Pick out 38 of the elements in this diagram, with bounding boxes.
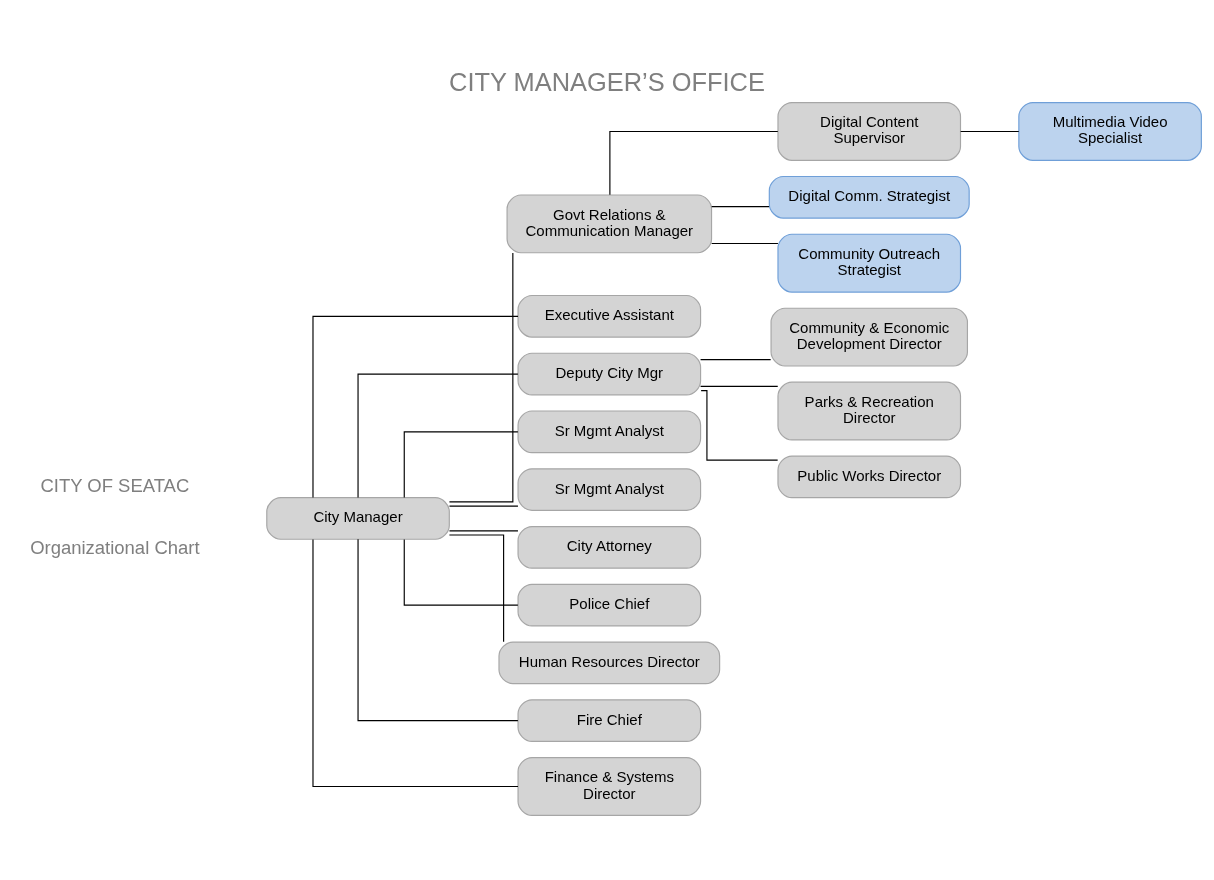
node-box: Executive Assistant bbox=[517, 294, 702, 338]
connector bbox=[403, 538, 519, 606]
node-box: Deputy City Mgr bbox=[517, 352, 702, 395]
node-box: Sr Mgmt Analyst bbox=[517, 409, 702, 453]
node-box: Digital Content Supervisor bbox=[777, 101, 962, 161]
connector bbox=[448, 505, 519, 507]
node-box: Fire Chief bbox=[517, 698, 702, 742]
node-box: City Attorney bbox=[517, 525, 702, 569]
connector bbox=[448, 529, 519, 531]
connector bbox=[711, 205, 770, 207]
connector bbox=[960, 130, 1020, 132]
node-box: Digital Comm. Strategist bbox=[768, 175, 970, 219]
node-box: Human Resources Director bbox=[498, 641, 721, 684]
connector bbox=[312, 538, 519, 787]
node-box: Community Outreach Strategist bbox=[777, 233, 962, 293]
node-box: Police Chief bbox=[517, 583, 702, 626]
node-box: Finance & Systems Director bbox=[517, 756, 702, 816]
node-box: Govt Relations & Communication Manager bbox=[506, 193, 713, 253]
connector bbox=[357, 538, 519, 721]
node-box: Public Works Director bbox=[777, 455, 962, 498]
connector bbox=[448, 252, 514, 502]
node-box: City Manager bbox=[266, 496, 450, 540]
connector bbox=[357, 373, 519, 498]
connector bbox=[448, 533, 505, 642]
connector bbox=[700, 385, 779, 387]
connector bbox=[609, 130, 779, 195]
node-box: Sr Mgmt Analyst bbox=[517, 467, 702, 511]
node-box: Community & Economic Development Director bbox=[770, 307, 969, 367]
diagram-title: CITY MANAGER’S OFFICE bbox=[449, 67, 765, 96]
label: CITY OF SEATAC bbox=[40, 474, 190, 496]
node-box: Parks & Recreation Director bbox=[777, 381, 962, 440]
connector bbox=[700, 358, 772, 360]
connector bbox=[403, 430, 519, 498]
node-box: Multimedia Video Specialist bbox=[1018, 101, 1202, 161]
connector bbox=[700, 389, 779, 461]
connector bbox=[711, 242, 779, 244]
connector bbox=[312, 315, 519, 498]
label: Organizational Chart bbox=[30, 536, 200, 558]
